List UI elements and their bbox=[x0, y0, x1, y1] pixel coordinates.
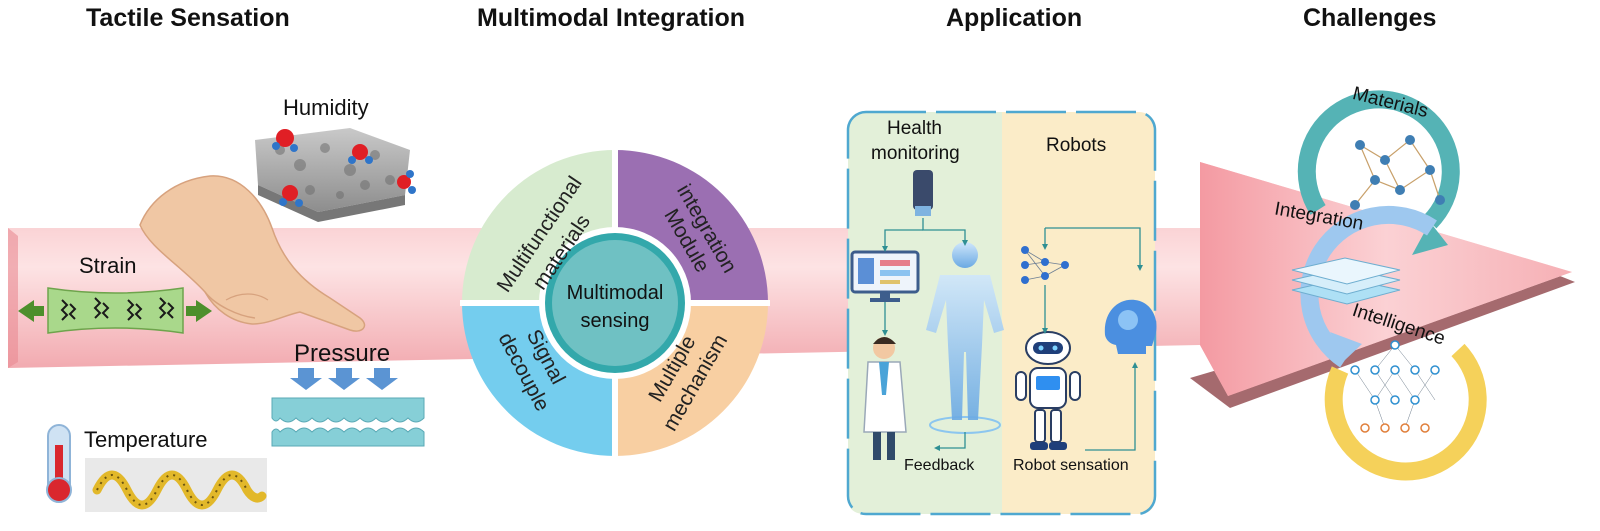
robot-icon bbox=[1015, 331, 1081, 450]
label-health-line2: monitoring bbox=[871, 143, 960, 164]
label-robots: Robots bbox=[1046, 135, 1107, 156]
header-tactile-sensation: Tactile Sensation bbox=[86, 4, 290, 32]
label-feedback: Feedback bbox=[904, 457, 975, 474]
segment-module-integration bbox=[615, 150, 768, 303]
segment-multiple-mechanism bbox=[615, 303, 768, 456]
label-health-line1: Health bbox=[887, 118, 942, 139]
temperature-fiber-illustration bbox=[92, 470, 267, 510]
arrow-right-icon bbox=[186, 300, 212, 322]
doctor-icon bbox=[863, 337, 907, 460]
multimodal-ring bbox=[460, 148, 770, 458]
label-strain: Strain bbox=[79, 253, 137, 278]
pressure-sensor-illustration bbox=[271, 368, 425, 447]
header-multimodal-integration: Multimodal Integration bbox=[477, 4, 746, 32]
neural-network-icon bbox=[1021, 246, 1069, 284]
pressure-arrow-icons bbox=[290, 368, 398, 390]
header-application: Application bbox=[946, 4, 1083, 32]
challenges-cycle bbox=[1291, 90, 1487, 481]
integration-ring bbox=[1300, 205, 1437, 368]
label-temperature: Temperature bbox=[84, 427, 208, 452]
intelligence-network-icon bbox=[1354, 344, 1436, 429]
sensor-device-icon bbox=[913, 170, 933, 210]
water-molecule-icon bbox=[272, 129, 416, 207]
thermometer-icon bbox=[46, 424, 72, 503]
strain-sensor-illustration bbox=[18, 287, 212, 334]
label-materials: Materials bbox=[1350, 83, 1430, 122]
label-humidity: Humidity bbox=[283, 95, 369, 120]
header-challenges: Challenges bbox=[1303, 4, 1437, 32]
label-robot-sensation: Robot sensation bbox=[1013, 457, 1129, 474]
integration-layers-icon bbox=[1291, 257, 1401, 305]
segment-multifunctional-materials bbox=[462, 150, 615, 303]
center-line2: sensing bbox=[581, 310, 650, 332]
brain-head-icon bbox=[1104, 299, 1157, 354]
arrow-left-icon bbox=[18, 300, 44, 322]
hand-illustration bbox=[139, 175, 366, 332]
intelligence-ring bbox=[1324, 343, 1487, 481]
humidity-foam-illustration bbox=[255, 128, 416, 222]
label-pressure: Pressure bbox=[294, 340, 391, 367]
temperature-sensor-panel bbox=[85, 458, 267, 512]
materials-ring bbox=[1297, 90, 1460, 229]
center-line1: Multimodal bbox=[567, 282, 664, 304]
center-circle bbox=[545, 233, 685, 373]
application-panel bbox=[846, 110, 1157, 516]
flow-connectors bbox=[884, 218, 1141, 451]
segment-signal-decouple bbox=[462, 303, 615, 456]
